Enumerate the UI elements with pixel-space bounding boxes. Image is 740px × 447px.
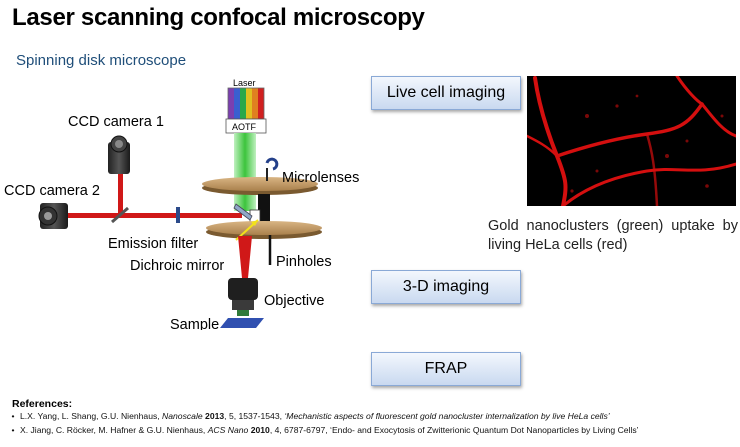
live-cell-micrograph — [527, 76, 736, 206]
emission-beam — [122, 213, 242, 218]
dichroic-mirror — [233, 203, 253, 221]
spinning-disk-diagram: Laser AOTF CCD — [4, 78, 359, 330]
objective-label: Objective — [264, 293, 324, 309]
reference-2: •X. Jiang, C. Röcker, M. Hafner & G.U. N… — [6, 425, 638, 435]
page-title: Laser scanning confocal microscopy — [12, 4, 425, 31]
bullet: • — [11, 411, 15, 421]
laser-source — [227, 87, 265, 120]
laser-label: Laser — [233, 78, 256, 88]
emission-beam-up — [118, 174, 123, 218]
pinhole-disk — [206, 221, 322, 235]
rotation-dial-icon — [265, 157, 279, 171]
3d-imaging-button[interactable]: 3-D imaging — [371, 270, 521, 304]
emission-filter-label: Emission filter — [108, 236, 198, 252]
dichroic-mirror-label: Dichroic mirror — [130, 258, 224, 274]
live-cell-imaging-button[interactable]: Live cell imaging — [371, 76, 521, 110]
sample-slide — [220, 318, 264, 328]
ccd-camera-1 — [108, 135, 130, 174]
image-caption: Gold nanoclusters (green) uptake by livi… — [488, 218, 738, 253]
ccd-camera-1-label: CCD camera 1 — [68, 114, 164, 130]
pinholes-label: Pinholes — [276, 254, 332, 270]
frap-button[interactable]: FRAP — [371, 352, 521, 386]
ccd-camera-2-label: CCD camera 2 — [4, 183, 100, 199]
objective-lens — [228, 278, 258, 316]
reference-1: •L.X. Yang, L. Shang, G.U. Nienhaus, Nan… — [6, 411, 609, 421]
excitation-beam — [234, 133, 256, 211]
beam-splitter — [111, 206, 129, 224]
microlens-disk — [202, 177, 318, 191]
ccd-camera-2 — [38, 203, 68, 229]
disk-shaft — [258, 194, 270, 226]
references-heading: References: — [12, 398, 73, 410]
sample-label: Sample — [170, 317, 219, 330]
emission-filter — [176, 207, 180, 223]
bullet: • — [11, 425, 15, 435]
focused-beam — [238, 236, 252, 278]
microlenses-label: Microlenses — [282, 170, 359, 186]
page-subtitle: Spinning disk microscope — [16, 52, 187, 69]
aotf-label: AOTF — [232, 122, 257, 132]
